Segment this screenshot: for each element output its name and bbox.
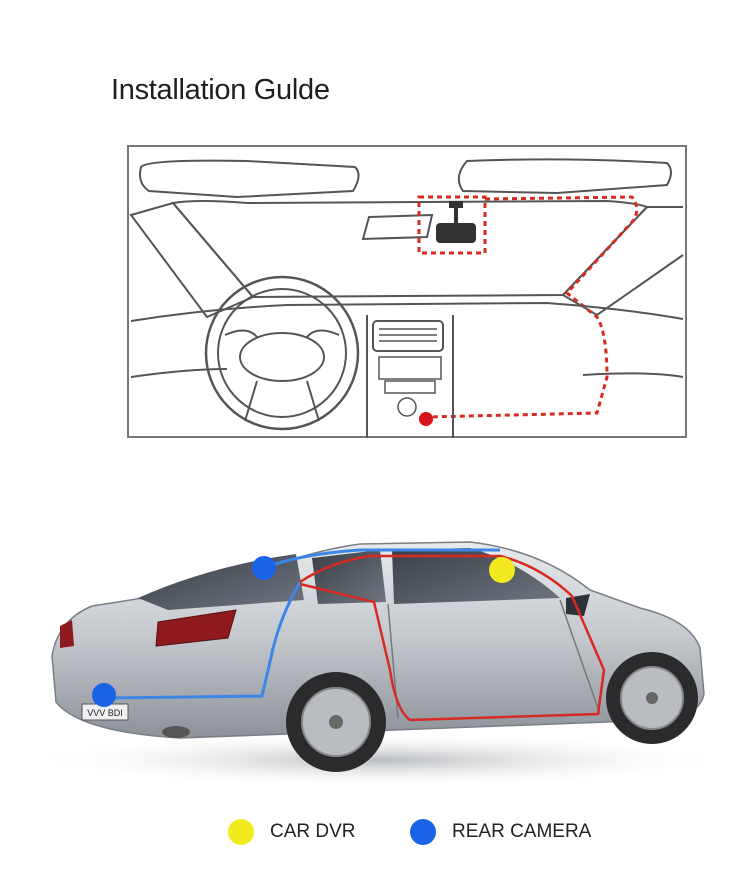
front-wheel [606,652,698,744]
left-a-pillar [129,201,255,319]
dashboard-diagram [127,145,687,438]
power-socket-dot [419,412,433,426]
center-console [366,315,454,438]
car-dvr-cable [299,554,606,722]
legend-item-car-dvr: CAR DVR [228,812,356,852]
rear-camera-top-dot [252,556,276,580]
car-dvr-dot [489,557,515,583]
rear-camera-legend-dot [410,819,436,845]
rear-wheel [286,672,386,772]
side-mirror [566,594,590,616]
car-wiring-diagram: VVV BDI [20,541,740,788]
rear-camera-plate-dot [92,683,116,707]
rear-view-mirror [361,213,434,241]
steering-wheel [204,275,360,431]
dvr-device [436,223,476,243]
dvr-highlight-box [417,195,487,255]
license-plate-text: VVV BDI [87,708,123,718]
legend: CAR DVR REAR CAMERA [0,812,750,852]
page-title: Installation Gulde [111,74,330,106]
legend-label: CAR DVR [270,821,356,842]
car-dvr-legend-dot [228,819,254,845]
right-a-pillar [561,206,684,317]
left-sun-visor [139,159,360,199]
tail-light [155,609,237,647]
right-sun-visor [457,158,672,195]
legend-label: REAR CAMERA [452,821,592,842]
front-side-window [392,548,560,604]
legend-item-rear-camera: REAR CAMERA [410,812,591,852]
